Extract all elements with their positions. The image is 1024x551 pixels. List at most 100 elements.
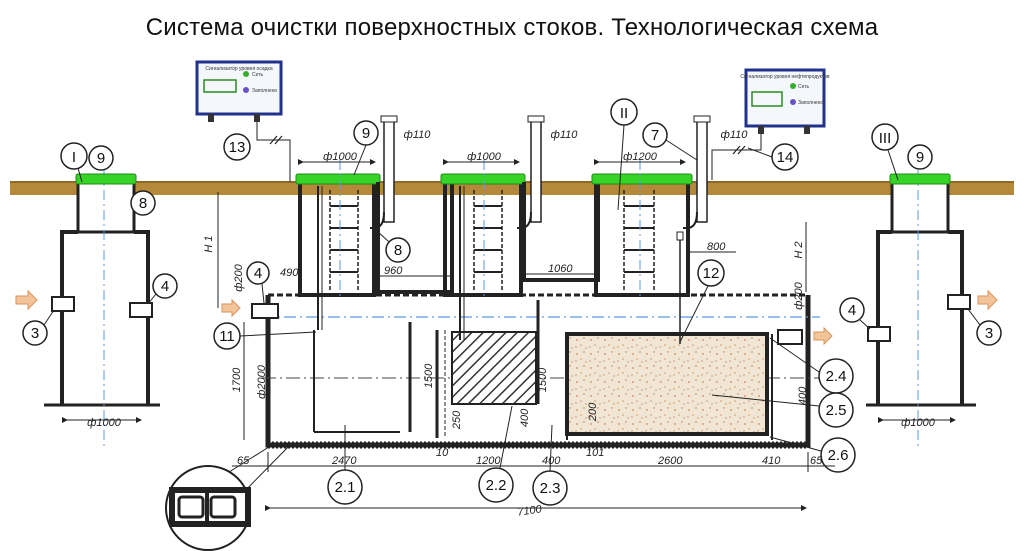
- dim-490: 490: [280, 267, 299, 279]
- svg-text:I: I: [72, 149, 76, 166]
- panel-right-line1: Сеть: [798, 84, 810, 90]
- roman-label-3: III: [871, 123, 899, 181]
- svg-text:7: 7: [651, 127, 659, 144]
- dim-vent1-diameter: ф110: [404, 129, 432, 141]
- wall-section-detail: [165, 442, 293, 551]
- callout-11: 11: [213, 322, 317, 350]
- panel-right-heading: Сигнализатор уровня нефтепродуктов: [740, 74, 830, 80]
- well-3: ф1000: [866, 170, 976, 450]
- panel-left-heading: Сигнализатор уровня осадка: [205, 66, 272, 72]
- svg-text:4: 4: [161, 278, 169, 295]
- callout-2-2: 2.2: [478, 405, 514, 503]
- dim-400-bottom: 400: [542, 455, 561, 467]
- dim-65-left: 65: [237, 455, 250, 467]
- dim-1060: 1060: [548, 263, 573, 275]
- callout-9-shaft: 9: [353, 120, 379, 176]
- callout-9-right: 9: [907, 144, 933, 170]
- dim-960: 960: [384, 265, 403, 277]
- callout-9-left: 9: [88, 145, 114, 171]
- arrow-right-icon: [221, 298, 241, 318]
- svg-text:2.6: 2.6: [828, 447, 849, 464]
- dim-400-mid: 400: [519, 408, 531, 427]
- arrow-right-icon: [813, 326, 833, 346]
- svg-text:2.2: 2.2: [486, 477, 507, 494]
- dim-well1-diameter: ф1000: [87, 417, 122, 429]
- dim-1500-right: 1500: [537, 367, 549, 392]
- dim-shaft2-diameter: ф1000: [467, 151, 502, 163]
- callout-8-shaft: 8: [375, 229, 411, 263]
- shaft-1: ф1000 ф110: [295, 115, 454, 330]
- dim-tank-diameter: ф2000: [256, 364, 268, 399]
- dim-outlet-diameter: ф200: [793, 281, 805, 309]
- dim-h2: H 2: [793, 241, 805, 258]
- break-mark-icon: [269, 135, 283, 145]
- svg-text:3: 3: [31, 325, 39, 342]
- svg-text:9: 9: [97, 150, 105, 167]
- lamp-icon: [790, 83, 796, 89]
- break-mark-icon: [732, 145, 746, 155]
- callout-2-5: 2.5: [711, 392, 854, 428]
- svg-text:2.1: 2.1: [335, 479, 356, 496]
- svg-text:9: 9: [362, 125, 370, 142]
- dim-1500-left: 1500: [423, 363, 435, 388]
- dim-800: 800: [707, 241, 726, 253]
- svg-text:12: 12: [703, 265, 720, 282]
- dim-inlet-diameter: ф200: [233, 263, 245, 291]
- dim-1200: 1200: [476, 455, 501, 467]
- svg-text:II: II: [620, 105, 628, 122]
- lamp-icon: [243, 71, 249, 77]
- lamp-icon: [790, 99, 796, 105]
- dim-10: 10: [436, 447, 449, 459]
- arrow-right-icon: [15, 289, 38, 311]
- dim-200: 200: [587, 402, 599, 422]
- callout-3-left: 3: [22, 309, 55, 346]
- callout-4-inlet: 4: [246, 261, 270, 304]
- callout-2-6: 2.6: [769, 436, 856, 473]
- dim-2600: 2600: [657, 455, 683, 467]
- callout-4-left: 4: [147, 273, 178, 305]
- callout-2-4: 2.4: [769, 337, 854, 394]
- callout-3-right: 3: [967, 308, 1002, 346]
- svg-text:3: 3: [985, 325, 993, 342]
- svg-text:9: 9: [916, 149, 924, 166]
- dim-1700: 1700: [231, 367, 243, 392]
- roman-label-2: II: [610, 98, 638, 211]
- svg-text:2.5: 2.5: [826, 402, 847, 419]
- lamp-icon: [243, 87, 249, 93]
- dim-well3-diameter: ф1000: [901, 417, 936, 429]
- callout-8-left: 8: [130, 190, 156, 216]
- main-tank: [251, 293, 820, 449]
- panel-left-line1: Сеть: [252, 72, 264, 78]
- svg-text:2.3: 2.3: [540, 480, 561, 497]
- dim-vent2-diameter: ф110: [551, 129, 579, 141]
- svg-text:8: 8: [139, 195, 147, 212]
- panel-left-line2: Заполнено: [252, 88, 277, 94]
- svg-text:2.4: 2.4: [826, 368, 847, 385]
- dim-shaft3-diameter: ф1200: [623, 151, 658, 163]
- callout-12: 12: [679, 259, 725, 343]
- alarm-panel-left: Сигнализатор уровня осадка Сеть Заполнен…: [195, 60, 291, 182]
- dim-250: 250: [451, 410, 463, 430]
- svg-text:11: 11: [219, 328, 235, 345]
- shaft-2: ф1000 ф110: [440, 115, 600, 340]
- alarm-panel-right: Сигнализатор уровня нефтепродуктов Сеть …: [711, 68, 830, 180]
- callout-4-right: 4: [839, 297, 871, 330]
- diagram-title: Система очистки поверхностных стоков. Те…: [145, 14, 879, 41]
- roman-label-1: I: [60, 142, 88, 183]
- svg-text:14: 14: [777, 149, 794, 166]
- callout-14: 14: [747, 143, 799, 171]
- dim-7100: 7100: [517, 503, 544, 518]
- svg-text:4: 4: [848, 302, 856, 319]
- dim-h1: H 1: [203, 235, 215, 252]
- dim-65-right: 65: [810, 455, 823, 467]
- arrow-right-icon: [977, 289, 998, 311]
- svg-text:8: 8: [394, 242, 402, 259]
- callout-13: 13: [223, 133, 251, 161]
- callout-2-1: 2.1: [327, 425, 363, 505]
- dim-vent3-diameter: ф110: [721, 129, 749, 141]
- dimension-annotations: H 1 ф200 490 1700 ф2000 960 1060 800 H 2…: [203, 192, 835, 519]
- panel-right-line2: Заполнено: [798, 100, 823, 106]
- dim-101: 101: [586, 447, 604, 459]
- svg-text:13: 13: [229, 139, 246, 156]
